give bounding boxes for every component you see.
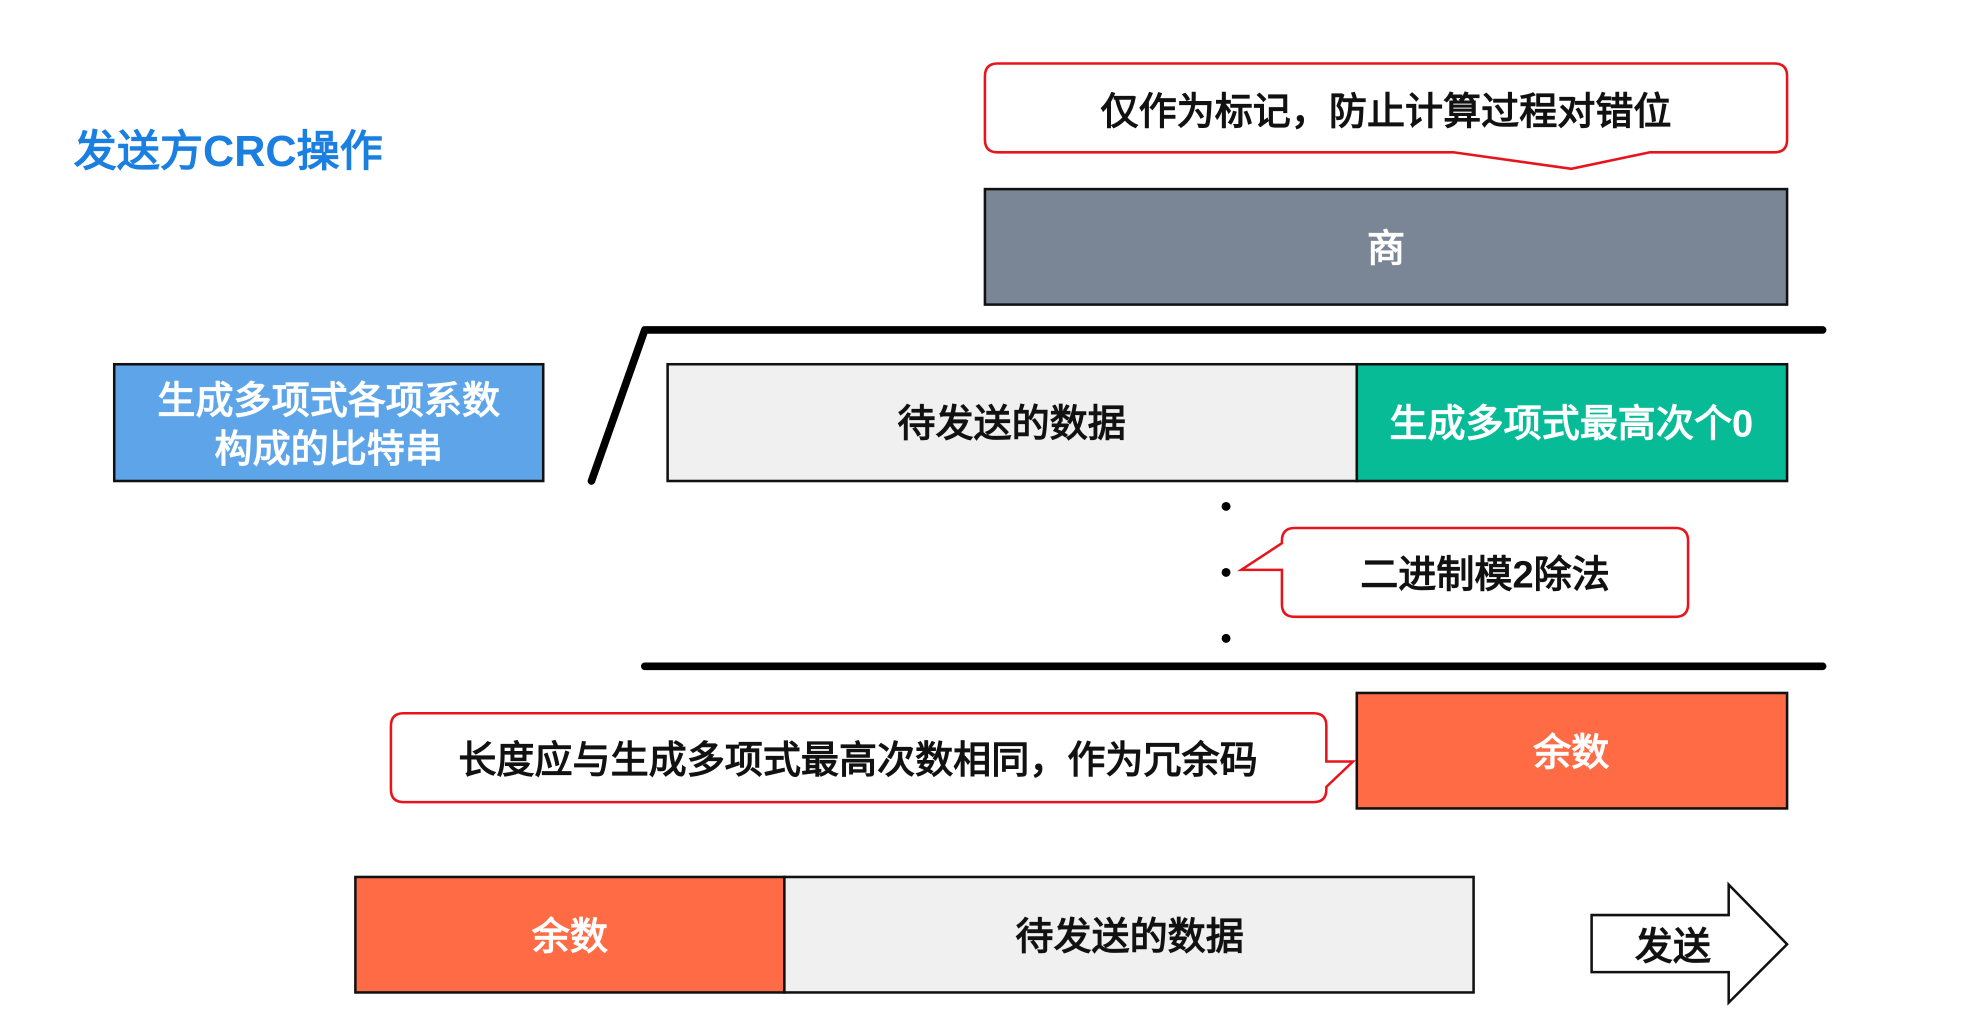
arrow-right-icon [1590, 881, 1789, 1006]
division-bracket [587, 326, 1827, 485]
frame-remainder-label: 余数 [531, 915, 609, 958]
quotient-label: 商 [1367, 228, 1405, 270]
send-label: 发送 [1635, 926, 1711, 968]
frame-data-label: 待发送的数据 [1015, 916, 1243, 958]
division-callout-text: 二进制模2除法 [1360, 554, 1610, 597]
quotient-box: 商 [983, 187, 1789, 306]
ellipsis-dots [1221, 501, 1231, 643]
dividend-zeros-label: 生成多项式最高次个0 [1389, 404, 1753, 446]
page-title: 发送方CRC操作 [74, 128, 383, 176]
divisor-line1: 生成多项式各项系数 [157, 380, 501, 423]
dividend-data-box [666, 362, 1359, 483]
division-callout: 二进制模2除法 [1237, 526, 1690, 619]
marker-callout-text: 仅作为标记，防止计算过程对错位 [1101, 91, 1672, 133]
divisor-line2: 构成的比特串 [215, 429, 443, 471]
send-arrow: 发送 [1590, 881, 1789, 1006]
remainder-label: 余数 [1532, 731, 1610, 774]
divisor-box: 生成多项式各项系数 构成的比特串 [112, 362, 545, 483]
marker-callout: 仅作为标记，防止计算过程对错位 [983, 62, 1789, 171]
remainder-callout: 长度应与生成多项式最高次数相同，作为冗余码 [389, 711, 1357, 804]
dividend-zeros-box [1355, 362, 1789, 483]
remainder-callout-text: 长度应与生成多项式最高次数相同，作为冗余码 [458, 739, 1257, 782]
transmit-frame: 余数 待发送的数据 [354, 875, 1475, 994]
remainder-box: 余数 [1355, 691, 1789, 810]
frame-remainder-box [354, 875, 786, 994]
frame-data-box [783, 875, 1475, 994]
dividend: 待发送的数据 生成多项式最高次个0 [666, 362, 1789, 483]
dividend-data-label: 待发送的数据 [897, 404, 1125, 446]
